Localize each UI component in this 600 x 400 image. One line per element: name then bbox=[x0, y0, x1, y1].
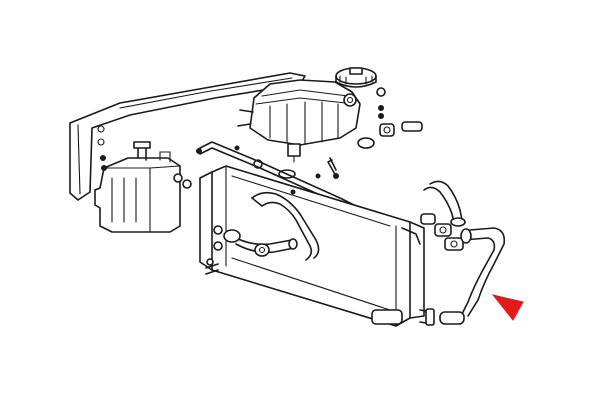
lower-hose bbox=[419, 180, 506, 326]
reservoir-tank bbox=[94, 141, 192, 233]
arrow-pointer-icon bbox=[491, 294, 524, 321]
expansion-tank bbox=[237, 79, 361, 163]
radiator bbox=[199, 165, 425, 327]
upper-hose bbox=[223, 191, 320, 261]
bolts bbox=[234, 145, 321, 195]
expansion-tank-cap bbox=[335, 67, 377, 88]
frame-panel bbox=[69, 72, 306, 201]
